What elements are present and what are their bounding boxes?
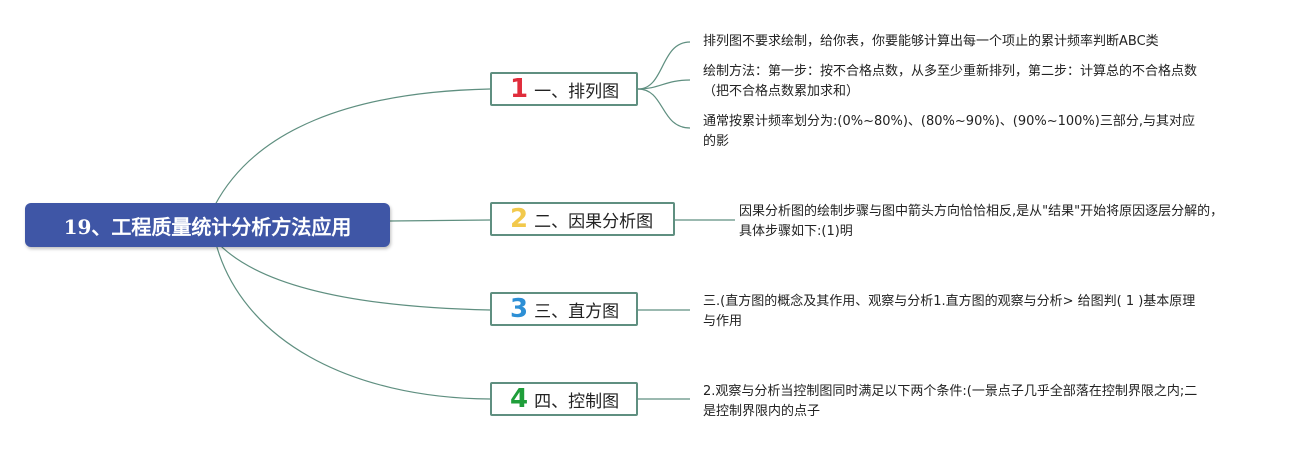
number-one-icon: 1 [510,74,529,104]
leaf-control-chart-conditions[interactable]: 2.观察与分析当控制图同时满足以下两个条件:(一景点子几乎全部落在控制界限之内;… [703,384,1198,419]
root-label: 19、工程质量统计分析方法应用 [63,214,352,239]
number-four-icon: 4 [510,384,529,414]
leaf-pareto-note[interactable]: 排列图不要求绘制，给你表，你要能够计算出每一个项止的累计频率判断ABC类 [703,34,1159,49]
link-branch1-leaf2 [637,79,691,90]
link-branch1-leaf3 [637,88,691,129]
root-node[interactable]: 19、工程质量统计分析方法应用 [25,203,390,247]
branch-label: 四、控制图 [534,391,620,412]
branch-label: 一、排列图 [534,81,620,102]
link-root-branch4 [214,239,491,400]
branch-pareto-chart[interactable]: 1 一、排列图 [490,72,638,106]
branch-label: 三、直方图 [534,301,620,322]
link-root-branch2 [389,219,491,222]
link-branch1-leaf1 [637,41,691,90]
branch-label: 二、因果分析图 [534,211,654,232]
leaf-pareto-method[interactable]: 绘制方法：第一步：按不合格点数，从多至少重新排列，第二步：计算总的不合格点数（把… [703,64,1198,99]
leaf-pareto-classification[interactable]: 通常按累计频率划分为:(0%~80%)、(80%~90%)、(90%~100%)… [703,114,1195,149]
leaf-cause-effect-steps[interactable]: 因果分析图的绘制步骤与图中箭头方向恰恰相反,是从"结果"开始将原因逐层分解的，具… [739,204,1224,239]
link-root-branch3 [214,239,491,311]
number-two-icon: 2 [510,204,529,234]
number-three-icon: 3 [510,294,529,324]
branch-control-chart[interactable]: 4 四、控制图 [490,382,638,416]
leaf-histogram-analysis[interactable]: 三.(直方图的概念及其作用、观察与分析1.直方图的观察与分析> 给图判( 1 )… [703,294,1196,329]
link-root-branch1 [214,88,491,206]
branch-histogram[interactable]: 3 三、直方图 [490,292,638,326]
branch-cause-effect-diagram[interactable]: 2 二、因果分析图 [490,202,675,236]
